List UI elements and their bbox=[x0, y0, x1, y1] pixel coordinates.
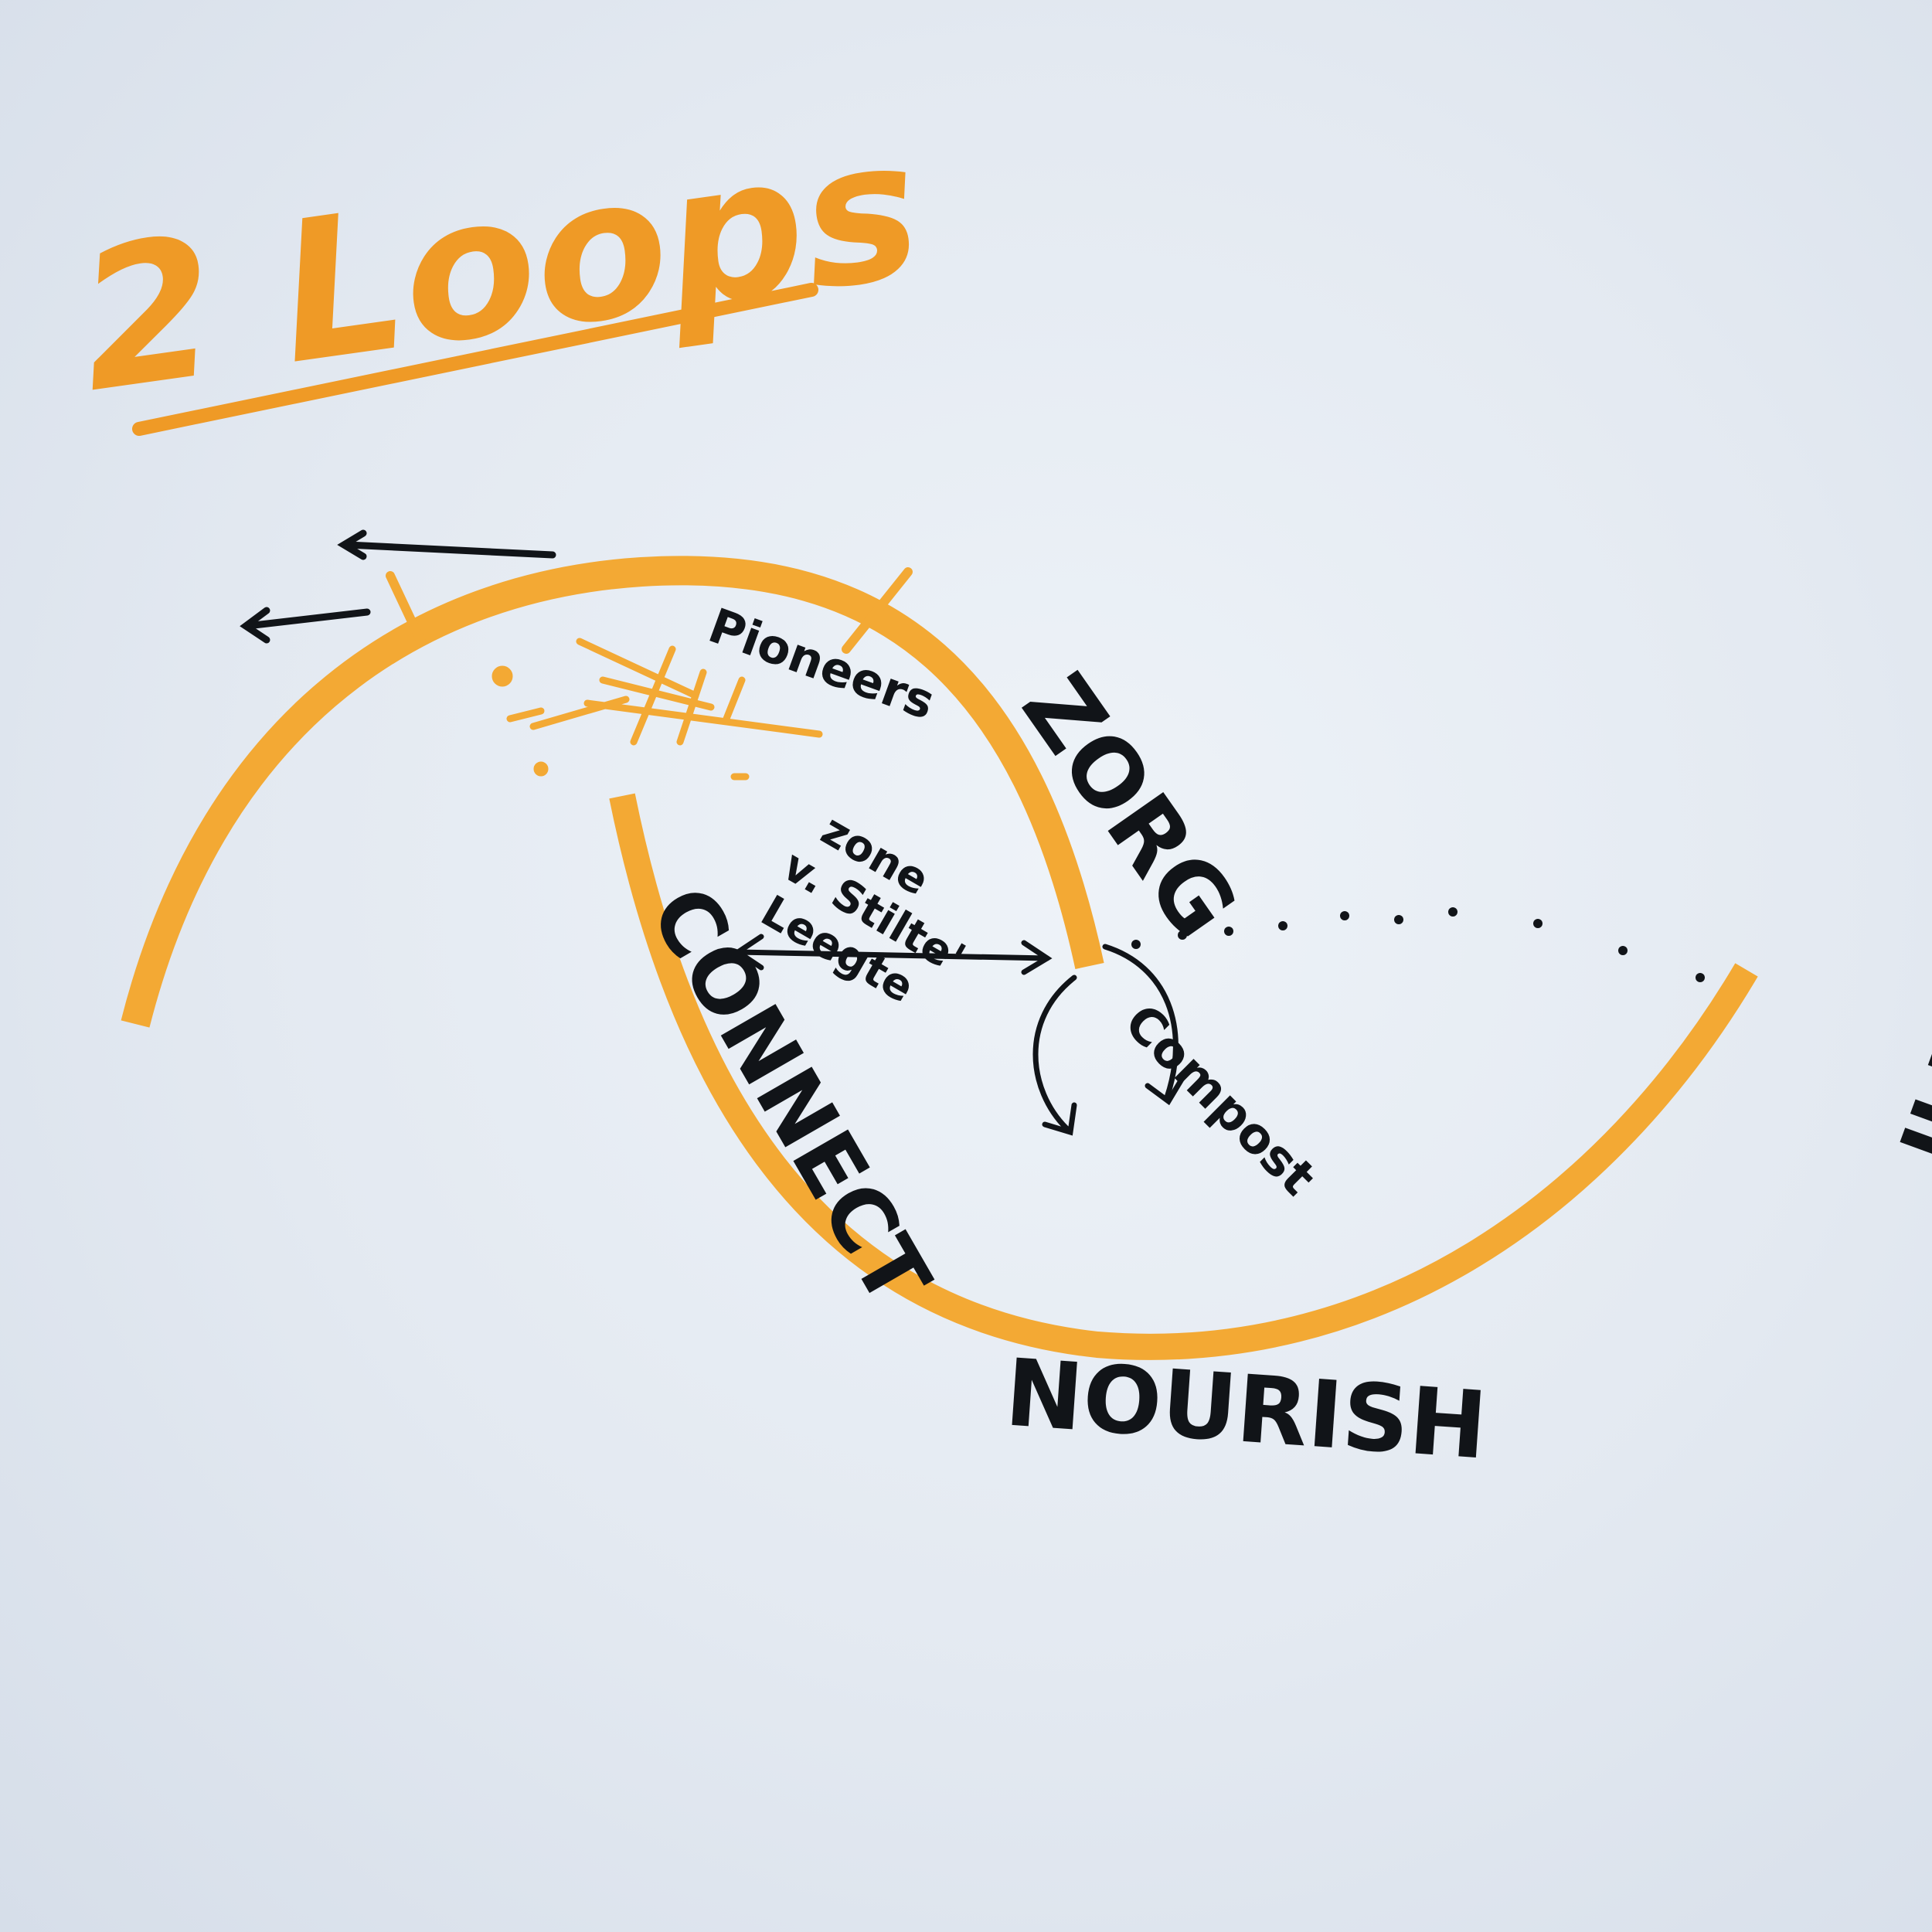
loop-tick-left bbox=[386, 571, 426, 646]
upper-loop bbox=[121, 556, 1104, 1028]
lower-loop bbox=[609, 793, 1758, 1360]
compost-arrows bbox=[1032, 944, 1185, 1136]
label-compost: Compost bbox=[1113, 994, 1326, 1207]
title-underline bbox=[132, 283, 818, 436]
loop-tick-right bbox=[842, 567, 913, 654]
label-nourish: NOURISH bbox=[1002, 1339, 1490, 1480]
zone-double-arrow bbox=[733, 934, 1053, 975]
arrows-left bbox=[240, 529, 556, 644]
dotted-line bbox=[1131, 907, 1705, 982]
pioneers-scatter bbox=[492, 638, 823, 781]
diagram-title: 2 Loops bbox=[66, 95, 933, 435]
label-illuminate: ILLUMINATE bbox=[1883, 634, 1932, 1176]
